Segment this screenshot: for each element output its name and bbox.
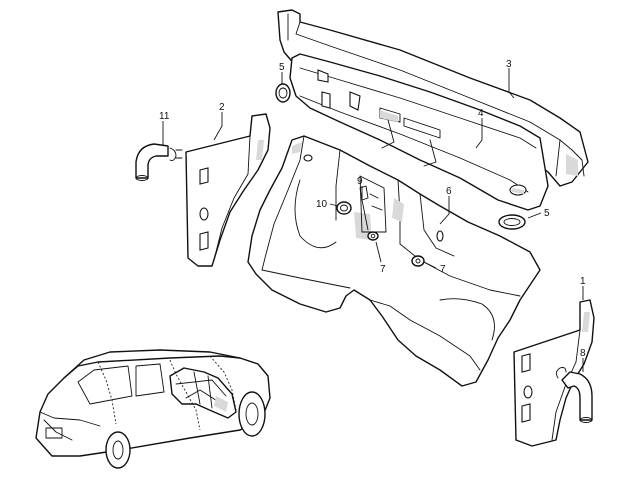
callout-6: 6 [446,186,452,197]
callout-8: 8 [580,348,586,359]
part-8-drain-hose-right [555,367,593,423]
callout-11: 9 [357,176,363,187]
part-5-grommet-lower [498,214,526,230]
callout-4: 4 [478,108,484,119]
callout-7-right: 7 [440,264,446,275]
part-7-clip-center [367,231,379,241]
part-7-clip-right [411,255,425,267]
callout-5-lower: 5 [544,208,550,219]
car-location-illustration [35,349,271,469]
part-1-right-side-panel [513,299,595,447]
callout-3: 3 [506,59,512,70]
callout-1: 1 [580,276,586,287]
part-10-grommet-plug [336,201,352,215]
callout-7-center: 7 [380,264,386,275]
callout-2: 2 [219,102,225,113]
part-2-left-side-panel [185,113,271,267]
part-4-cowl-front-panel [289,53,549,211]
callout-10: 10 [316,199,328,210]
part-9-drain-hose-left [135,143,183,181]
part-5-grommet-upper [275,83,291,103]
leader-lines [162,68,584,372]
part-11-bracket [359,185,369,201]
callout-9: 11 [159,111,170,122]
callout-labels: 3 4 5 5 6 11 2 10 9 7 7 1 8 [159,59,586,359]
callout-5-upper: 5 [279,62,285,73]
part-6-dash-panel [247,135,541,387]
